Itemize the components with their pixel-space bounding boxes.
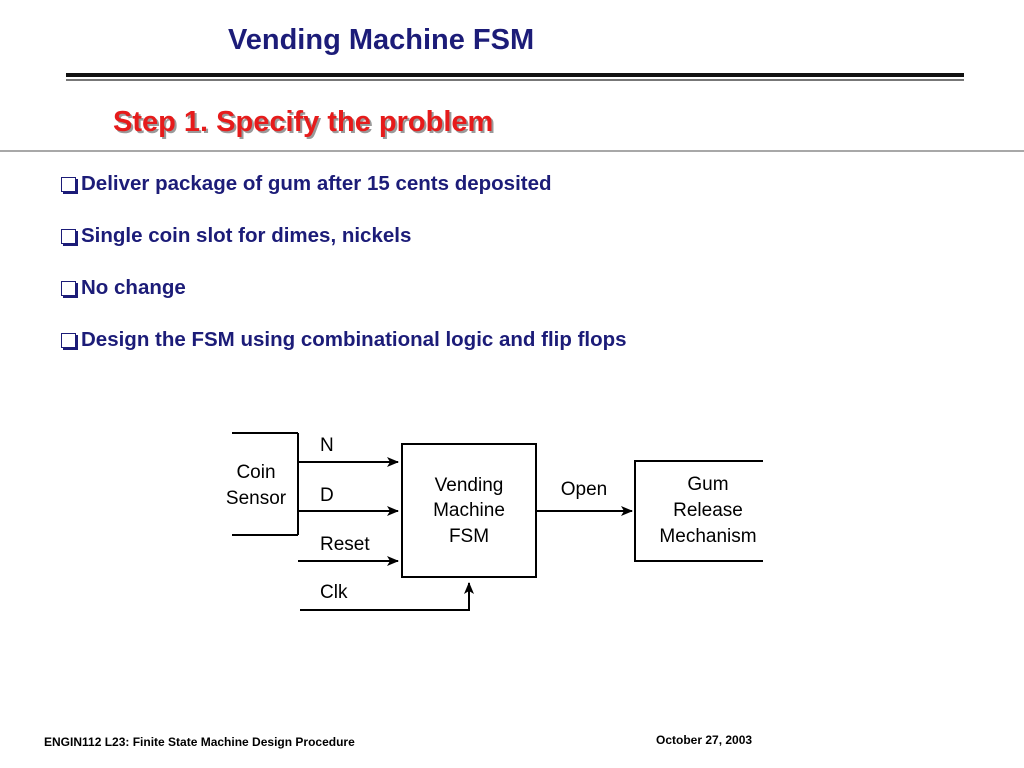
bullet-text: Single coin slot for dimes, nickels	[81, 224, 412, 247]
fsm-label-line3: FSM	[449, 526, 489, 547]
d-signal-label: D	[320, 485, 334, 506]
slide-title: Vending Machine FSM	[228, 24, 535, 56]
coin-sensor-label-line2: Sensor	[226, 488, 287, 509]
bullet-text: No change	[81, 276, 186, 299]
checkbox-bullet-icon	[61, 281, 76, 296]
bullet-item: Single coin slot for dimes, nickels	[61, 224, 627, 276]
checkbox-bullet-icon	[61, 177, 76, 192]
bullet-item: Design the FSM using combinational logic…	[61, 328, 627, 380]
clk-signal-arrow	[300, 582, 474, 611]
gum-release-block: Gum Release Mechanism	[634, 460, 763, 562]
bullet-item: Deliver package of gum after 15 cents de…	[61, 172, 627, 224]
reset-signal-label: Reset	[320, 534, 370, 555]
gum-label-line3: Mechanism	[659, 526, 756, 547]
step-heading: Step 1. Specify the problem	[113, 106, 494, 138]
fsm-label-line1: Vending	[435, 475, 504, 496]
checkbox-bullet-icon	[61, 229, 76, 244]
gum-label-line1: Gum	[687, 474, 728, 495]
bullet-item: No change	[61, 276, 627, 328]
footer-date: October 27, 2003	[656, 733, 753, 747]
coin-sensor-label-line1: Coin	[236, 462, 275, 483]
title-divider	[66, 73, 964, 81]
gum-label-line2: Release	[673, 500, 743, 521]
coin-sensor-block: Coin Sensor	[226, 432, 299, 536]
footer-course: ENGIN112 L23: Finite State Machine Desig…	[44, 735, 355, 749]
fsm-label-line2: Machine	[433, 500, 505, 521]
step-divider	[0, 150, 1024, 152]
bullet-list: Deliver package of gum after 15 cents de…	[61, 172, 627, 380]
checkbox-bullet-icon	[61, 333, 76, 348]
bullet-text: Deliver package of gum after 15 cents de…	[81, 172, 552, 195]
open-signal-label: Open	[561, 479, 607, 500]
bullet-text: Design the FSM using combinational logic…	[81, 328, 627, 351]
clk-signal-label: Clk	[320, 582, 348, 603]
fsm-block: Vending Machine FSM	[401, 443, 537, 578]
n-signal-label: N	[320, 435, 334, 456]
